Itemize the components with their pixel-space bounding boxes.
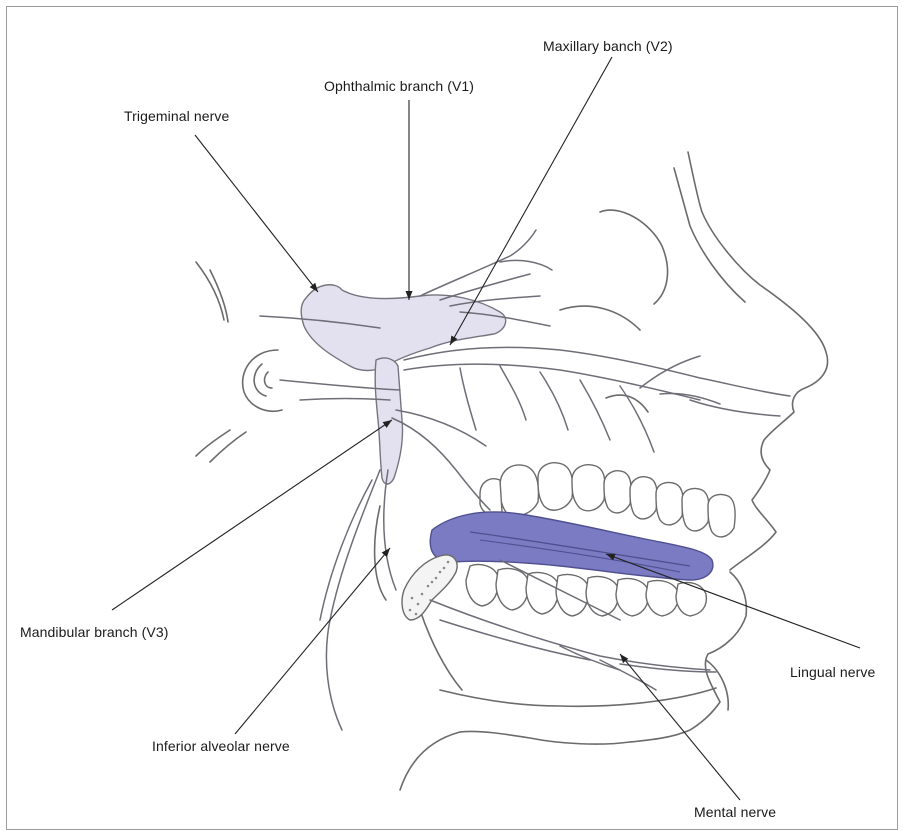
pointer-mental (620, 654, 740, 800)
label-mandibular-branch: Mandibular branch (V3) (20, 624, 169, 640)
label-mental-nerve: Mental nerve (694, 804, 776, 820)
label-inferior-alveolar-nerve: Inferior alveolar nerve (152, 738, 290, 754)
label-trigeminal-nerve: Trigeminal nerve (124, 108, 229, 124)
pointer-mandibular (112, 420, 392, 610)
label-pointers (112, 57, 860, 800)
pointer-maxillary (450, 57, 612, 345)
label-lingual-nerve: Lingual nerve (790, 664, 875, 680)
pointer-trigeminal (195, 135, 318, 292)
label-maxillary-branch: Maxillary banch (V2) (543, 38, 673, 54)
mandible-section (402, 555, 457, 620)
pointer-inferior-alveolar (235, 548, 390, 734)
label-ophthalmic-branch: Ophthalmic branch (V1) (324, 78, 474, 94)
